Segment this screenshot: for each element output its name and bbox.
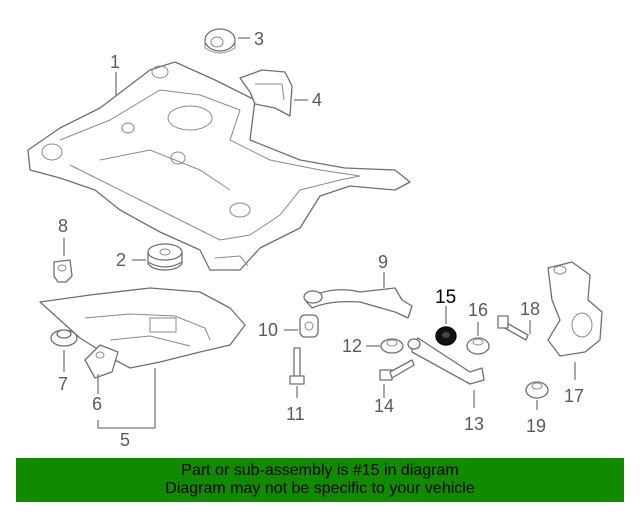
- washer-nut-part: [50, 329, 78, 347]
- bushing-part: [204, 28, 236, 54]
- part-label: 5: [120, 430, 130, 450]
- part-label: 10: [258, 320, 278, 340]
- clip-nut-part: [53, 259, 73, 283]
- nut-19-part: [525, 381, 549, 399]
- subframe-part: [27, 61, 411, 271]
- part-label-highlighted: 15: [435, 287, 456, 308]
- part-label: 16: [468, 300, 488, 320]
- part-label: 8: [58, 216, 68, 236]
- banner-line-1: Part or sub-assembly is #15 in diagram: [181, 462, 459, 479]
- control-arm-part: [303, 287, 413, 319]
- part-label: 3: [254, 29, 264, 49]
- steering-knuckle-part: [547, 261, 603, 357]
- part-label: 12: [342, 336, 362, 356]
- part-label: 19: [526, 416, 546, 436]
- part-label: 17: [564, 386, 584, 406]
- parts-diagram: 1 2 3 4 5 6 7 8 9 10 11 12 13 14 15 16 1…: [27, 28, 603, 450]
- part-label: 11: [286, 404, 305, 424]
- under-shield-part: [39, 287, 246, 369]
- part-label: 13: [464, 414, 484, 434]
- nut-16-part: [466, 337, 490, 355]
- part-label: 18: [520, 299, 540, 319]
- info-banner: Part or sub-assembly is #15 in diagram D…: [16, 458, 624, 502]
- part-label: 9: [378, 252, 388, 272]
- mount-part: [147, 243, 183, 271]
- part-label: 1: [110, 52, 120, 72]
- arm-bushing-part: [299, 314, 319, 338]
- banner-line-2: Diagram may not be specific to your vehi…: [165, 480, 475, 497]
- part-labels: 1 2 3 4 5 6 7 8 9 10 11 12 13 14 15 16 1…: [58, 29, 584, 450]
- bolt-14-part: [379, 359, 415, 381]
- part-label: 4: [312, 90, 322, 110]
- part-label: 14: [374, 396, 394, 416]
- part-label: 6: [92, 394, 102, 414]
- shield-bracket-part: [84, 344, 119, 379]
- leader-lines: [63, 37, 576, 429]
- part-label: 7: [58, 374, 68, 394]
- bracket-part: [239, 69, 293, 117]
- part-label: 2: [116, 250, 126, 270]
- bushing-15-part: [435, 326, 457, 346]
- tension-strut-part: [407, 337, 485, 385]
- bolt-part: [289, 347, 305, 385]
- nut-12-part: [380, 338, 404, 354]
- bolt-18-part: [497, 315, 529, 341]
